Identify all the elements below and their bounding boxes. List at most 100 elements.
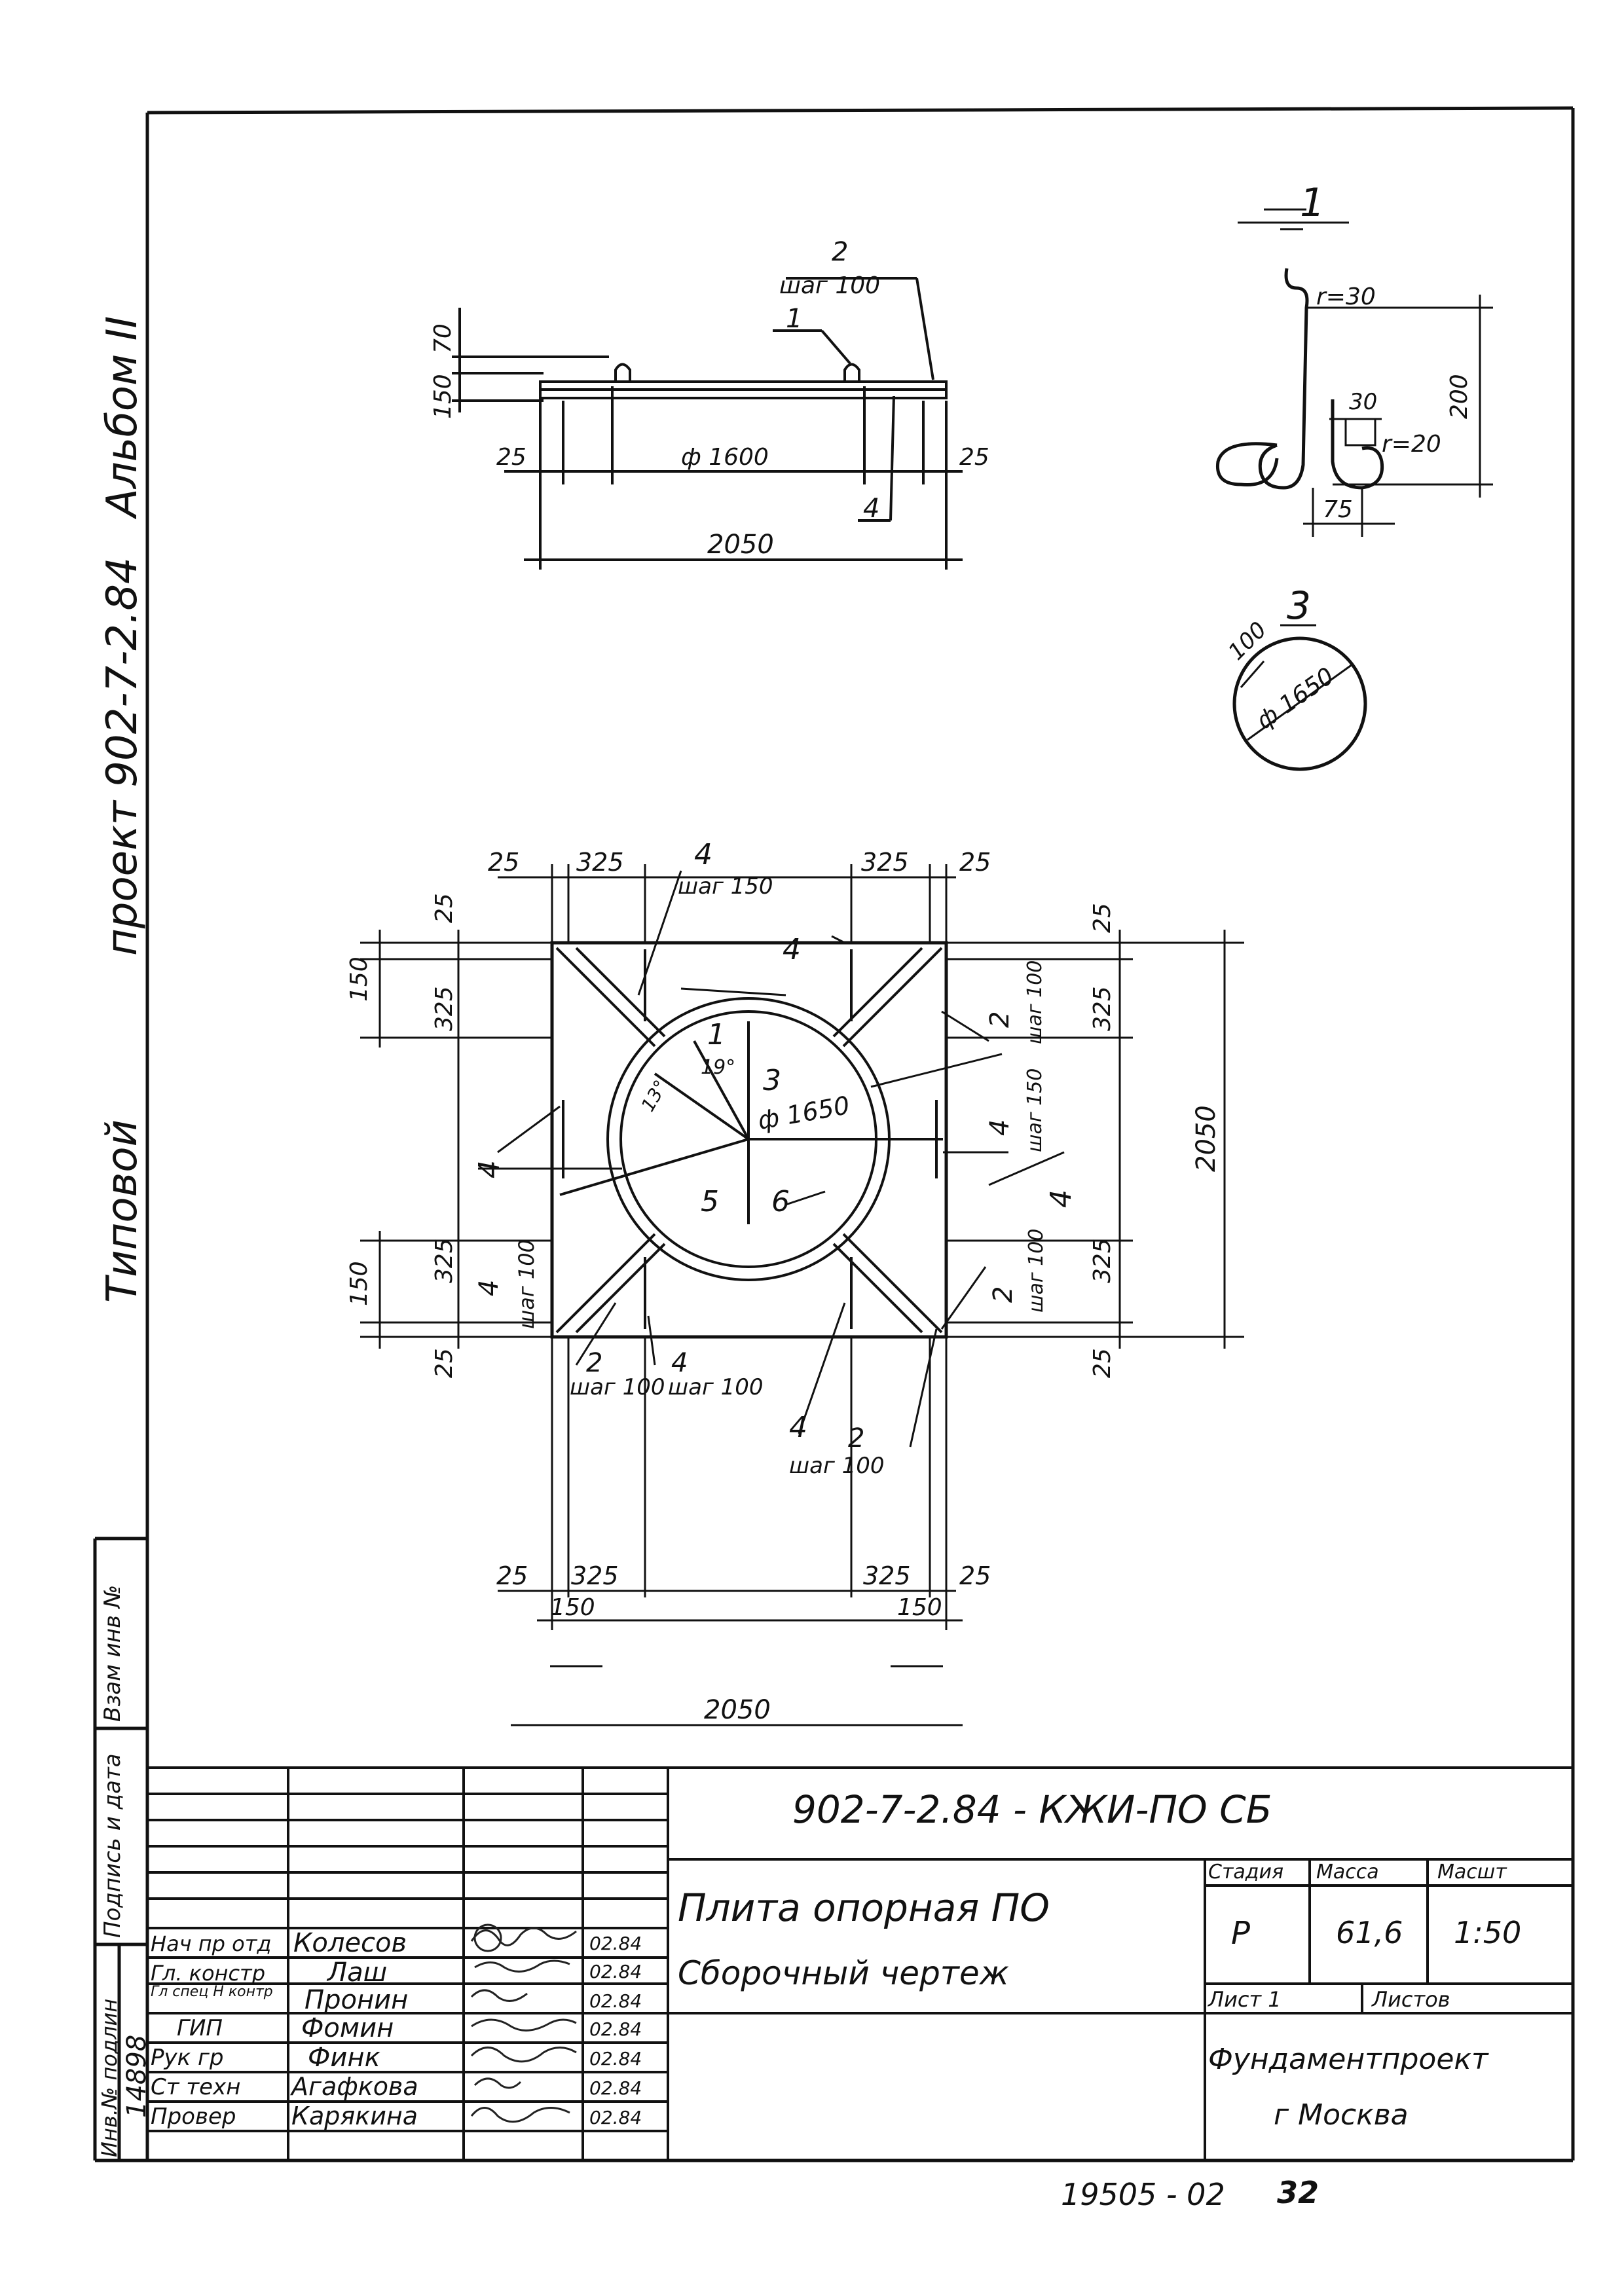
plan-slab-outline [550,941,948,1339]
plan-right-325b: 325 [1089,1238,1116,1283]
plan-top-pos4-step: шаг 150 [678,873,773,900]
plan-bot-pos4-step: шаг 100 [668,1374,764,1400]
sec-dim-d1600: ф 1600 [681,444,769,471]
row-name: Карякина [291,2102,418,2130]
plan-left-pos4: 4 [473,1160,506,1178]
plan-right-mid-pos4: 4 [985,1120,1015,1136]
plan-right-325: 325 [1089,986,1116,1031]
mass-value: 61,6 [1336,1915,1403,1950]
plan-view: 25 325 4 шаг 150 4 325 25 25 150 325 4 4… [346,838,1244,1726]
plan-left-mid-step: шаг 100 [514,1239,539,1329]
scale-value: 1:50 [1454,1915,1522,1950]
stage-value: Р [1231,1915,1250,1952]
plan-bot-25a: 25 [496,1561,528,1590]
plan-right-pos4: 4 [1044,1190,1078,1208]
plan-right-pos2-step: шаг 100 [1024,960,1046,1044]
sec-pos2-step: шаг 100 [779,272,880,299]
page-number: 32 [1277,2175,1320,2210]
plan-top-325b: 325 [861,848,909,877]
plan-bot-pos2-step: шаг 100 [570,1374,665,1400]
plan-center-pos6: 6 [771,1185,790,1218]
sec-pos2: 2 [832,237,848,267]
row-role: ГИП [177,2015,223,2041]
scale-label: Масшт [1437,1861,1507,1884]
plan-right-pos2: 2 [985,1011,1015,1028]
detail3-ring [1232,636,1367,771]
plan-top-right-pos4: 4 [783,933,801,966]
row-role: Гл спец Н контр [151,1984,273,2000]
plan-bot-325a: 325 [571,1561,619,1590]
detail-3: 3 100 ф 1650 [1223,583,1367,771]
plan-bot-325b: 325 [863,1561,911,1590]
plan-bot-150b: 150 [897,1594,942,1621]
doc-code: 902-7-2.84 - КЖИ-ПО СБ [792,1787,1272,1832]
detail1-r20: r=20 [1382,431,1441,458]
row-name: Фомин [301,2013,394,2043]
plan-bot-pos4b: 4 [789,1411,807,1444]
org-city: г Москва [1274,2098,1409,2132]
plan-right-25b: 25 [1089,1348,1116,1378]
sec-dim-25-right: 25 [959,444,989,471]
detail1-dim-200: 200 [1446,374,1473,419]
plan-left-325b: 325 [431,1238,458,1283]
detail1-r30: r=30 [1316,283,1376,310]
row-role: Провер [151,2104,236,2130]
plan-top-25a: 25 [488,848,519,877]
sheet-label: Лист 1 [1208,1987,1282,2012]
sec-dim-150: 150 [430,374,456,419]
plan-bot-25b: 25 [959,1561,991,1590]
sheets-label: Листов [1372,1987,1450,2012]
row-name: Колесов [293,1928,407,1958]
drawing-subtitle: Сборочный чертеж [678,1954,1009,1992]
detail3-title: 3 [1287,583,1311,628]
plan-bot-pos2b-step: шаг 100 [789,1453,885,1479]
row-date: 02.84 [589,1933,642,1954]
plan-top-325a: 325 [576,848,624,877]
plan-top-pos4: 4 [694,838,712,871]
plan-center-pos1: 1 [707,1018,726,1051]
row-name: Лаш [327,1958,388,1988]
plan-bot-pos2: 2 [586,1348,602,1378]
plan-left-325: 325 [431,986,458,1031]
plan-right-low-step: шаг 100 [1025,1229,1048,1313]
section-view: 2 шаг 100 1 4 70 150 25 25 ф 1600 2050 [430,237,989,570]
archive-number: 19505 - 02 [1061,2177,1225,2212]
plan-center-pos3: 3 [763,1064,781,1097]
mass-label: Масса [1316,1861,1379,1884]
sec-dim-2050: 2050 [707,530,774,560]
row-role: Нач пр отд [151,1931,272,1956]
detail1-title: 1 [1300,180,1325,226]
detail1-dim-30: 30 [1349,389,1377,415]
row-role: Ст техн [151,2074,241,2100]
plan-bot-pos2b: 2 [848,1423,864,1453]
section-hook-left [614,363,631,382]
org-name: Фундаментпроект [1208,2043,1488,2076]
row-date: 02.84 [589,2048,642,2069]
plan-right-mid-step: шаг 150 [1024,1068,1046,1152]
sec-dim-70: 70 [430,323,456,354]
sec-dim-25-left: 25 [496,444,526,471]
plan-right-2050: 2050 [1191,1105,1221,1172]
plan-bot-2050: 2050 [704,1695,771,1725]
row-name: Агафкова [291,2072,418,2101]
plan-right-low-pos2: 2 [988,1286,1018,1303]
plan-top-25b: 25 [959,848,991,877]
plan-center-pos5: 5 [701,1185,719,1218]
plan-left-150: 150 [346,957,373,1002]
plan-left-mid-pos4: 4 [474,1280,504,1296]
plan-left-150b: 150 [346,1261,373,1306]
row-name: Пронин [304,1985,409,2015]
detail1-hook-shape [1258,268,1309,490]
row-role: Гл. констр [151,1961,265,1986]
row-role: Рук гр [151,2045,224,2071]
plan-bot-150a: 150 [550,1594,595,1621]
sec-pos4: 4 [863,494,879,524]
row-date: 02.84 [589,1961,642,1982]
plan-bot-pos4: 4 [671,1348,688,1378]
row-date: 02.84 [589,2077,642,2099]
detail1-dim-75: 75 [1323,496,1353,523]
plan-angle-19: 19° [701,1056,735,1079]
detail-1: 1 r=30 r=20 30 200 75 [1215,180,1493,537]
sec-pos1: 1 [786,304,802,334]
drawing-title: Плита опорная ПО [678,1886,1050,1930]
